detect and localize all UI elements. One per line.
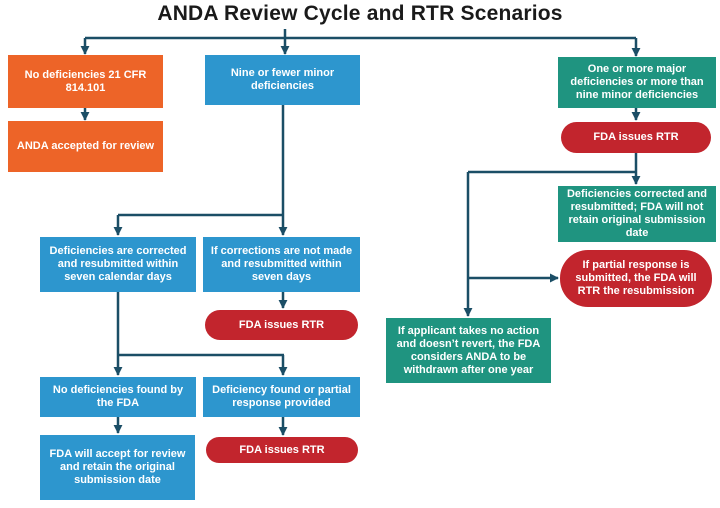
- node-partial-response-rtr: If partial response is submitted, the FD…: [560, 250, 712, 307]
- node-fda-accept-retain: FDA will accept for review and retain th…: [40, 435, 195, 500]
- node-corrected-seven-days: Deficiencies are corrected and resubmitt…: [40, 237, 196, 292]
- node-fda-issues-rtr-right: FDA issues RTR: [561, 122, 711, 153]
- page-title: ANDA Review Cycle and RTR Scenarios: [157, 2, 563, 25]
- node-fda-issues-rtr-bottom: FDA issues RTR: [206, 437, 358, 463]
- node-corrections-not-made: If corrections are not made and resubmit…: [203, 237, 360, 292]
- node-one-or-more-major: One or more major deficiencies or more t…: [558, 57, 716, 108]
- node-fda-issues-rtr-middle: FDA issues RTR: [205, 310, 358, 340]
- node-nine-or-fewer-minor: Nine or fewer minor deficiencies: [205, 55, 360, 105]
- node-anda-accepted: ANDA accepted for review: [8, 121, 163, 172]
- node-no-deficiencies: No deficiencies 21 CFR 814.101: [8, 55, 163, 108]
- node-deficiency-found: Deficiency found or partial response pro…: [203, 377, 360, 417]
- node-corrected-no-retain: Deficiencies corrected and resubmitted; …: [558, 186, 716, 242]
- node-no-deficiencies-found: No deficiencies found by the FDA: [40, 377, 196, 417]
- node-applicant-no-action: If applicant takes no action and doesn’t…: [386, 318, 551, 383]
